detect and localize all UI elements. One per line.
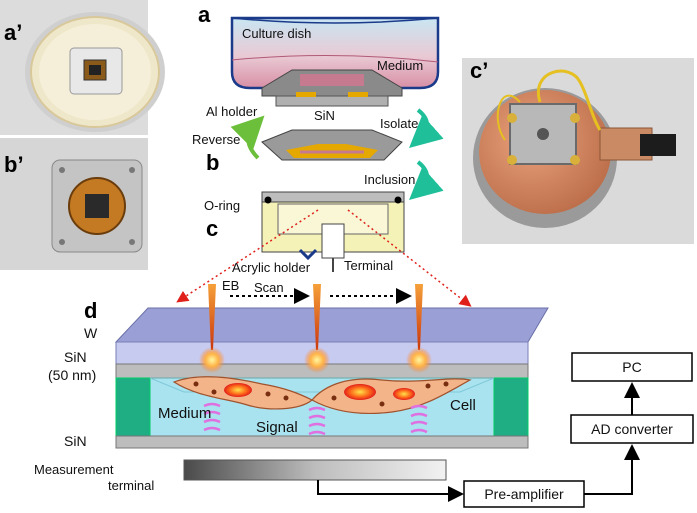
measurement-terminal (183, 459, 447, 481)
inclusion-arrow (409, 160, 444, 200)
photo-b-prime (0, 138, 148, 270)
label-pre-amplifier: Pre-amplifier (484, 486, 564, 502)
label-inclusion: Inclusion (364, 172, 415, 187)
label-culture-dish: Culture dish (242, 26, 311, 41)
isolate-arrow (409, 108, 444, 148)
label-pc: PC (622, 359, 641, 375)
label-signal: Signal (256, 419, 298, 436)
label-eb: EB (222, 278, 239, 293)
label-terminal: Terminal (344, 258, 393, 273)
electron-beam-2 (304, 284, 330, 373)
label-medium-d: Medium (158, 405, 211, 422)
photo-a-prime (0, 0, 165, 135)
label-measurement: Measurement (34, 462, 114, 477)
spacer-left (115, 377, 151, 437)
wire-terminal-to-preamp (317, 480, 464, 502)
label-w: W (84, 325, 98, 341)
pc-box: PC (571, 352, 693, 382)
label-dish-medium: Medium (377, 58, 423, 73)
zoom-line-right (347, 209, 472, 307)
panel-letter-d: d (84, 298, 97, 323)
holder-b (261, 129, 403, 161)
label-terminal-d: terminal (108, 478, 154, 493)
panel-letter-a-prime: a’ (4, 20, 22, 45)
cell (172, 376, 472, 415)
sin-bottom-layer (115, 435, 529, 449)
label-ad-converter: AD converter (591, 421, 673, 437)
label-scan: Scan (254, 280, 284, 295)
signal-waves (203, 402, 428, 436)
electron-beam-3 (406, 284, 432, 373)
pre-amplifier-box: Pre-amplifier (463, 480, 585, 508)
ad-converter-box: AD converter (570, 414, 694, 444)
panel-letter-a: a (198, 2, 211, 27)
label-sin-top: SiN (64, 349, 87, 365)
panel-letter-b: b (206, 150, 219, 175)
culture-dish (230, 16, 440, 90)
label-cell: Cell (450, 397, 476, 414)
label-o-ring: O-ring (204, 198, 240, 213)
panel-letter-b-prime: b’ (4, 152, 24, 177)
panel-letter-c-prime: c’ (470, 58, 488, 83)
reverse-arrow (230, 115, 265, 160)
tungsten-layer (114, 307, 549, 343)
label-al-holder: Al holder (206, 104, 258, 119)
holder-assembly-c (261, 191, 405, 272)
label-reverse: Reverse (192, 132, 240, 147)
panel-letter-c: c (206, 216, 218, 241)
label-sin-thickness: (50 nm) (48, 367, 96, 383)
photo-c-prime (462, 58, 694, 244)
spacer-right (493, 377, 529, 437)
label-isolate: Isolate (380, 116, 418, 131)
electron-beam-1 (199, 284, 225, 373)
al-holder-a (261, 69, 403, 107)
wire-preamp-to-ad (584, 444, 640, 495)
label-acrylic-holder: Acrylic holder (232, 260, 311, 275)
label-sin-bottom: SiN (64, 433, 87, 449)
label-sin-a: SiN (314, 108, 335, 123)
